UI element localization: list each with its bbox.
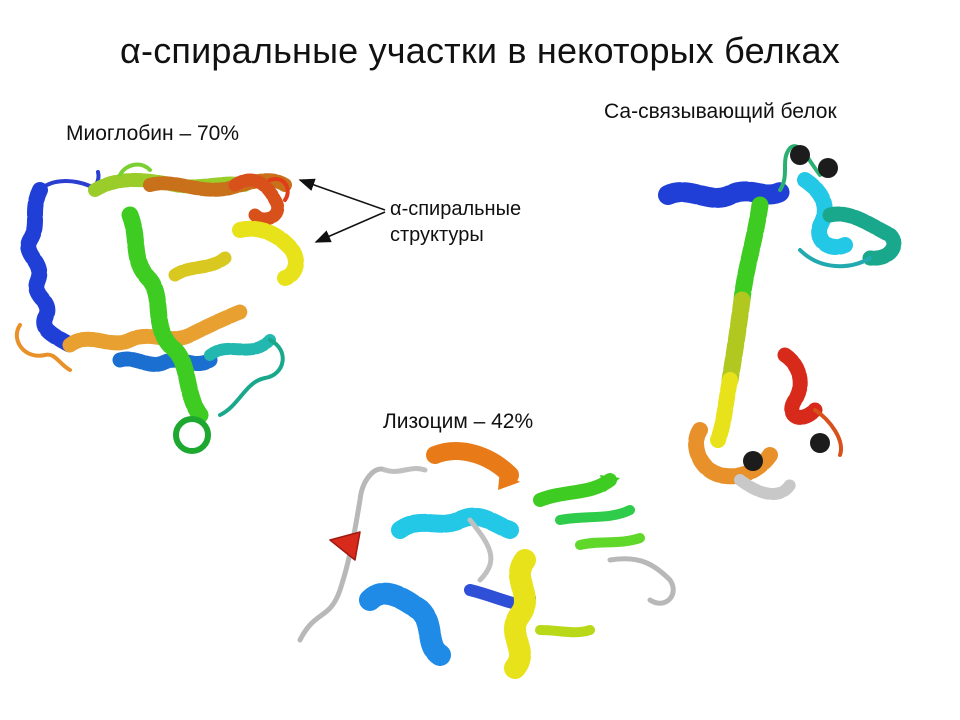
ca-protein-label: Са-связывающий белок — [604, 100, 837, 123]
lysozyme-structure — [297, 442, 676, 679]
myoglobin-label: Миоглобин – 70% — [66, 122, 240, 145]
callout-arrows — [298, 178, 386, 243]
myoglobin-structure — [14, 162, 304, 454]
helix-callout: α-спиральные структуры — [390, 196, 521, 248]
slide-title: α-спиральные участки в некоторых белках — [120, 30, 840, 71]
helix-callout-line2: структуры — [390, 224, 484, 246]
ca-binding-protein-structure — [658, 144, 902, 500]
helix-callout-line1: α-спиральные — [390, 198, 522, 220]
lysozyme-label: Лизоцим – 42% — [383, 410, 534, 433]
